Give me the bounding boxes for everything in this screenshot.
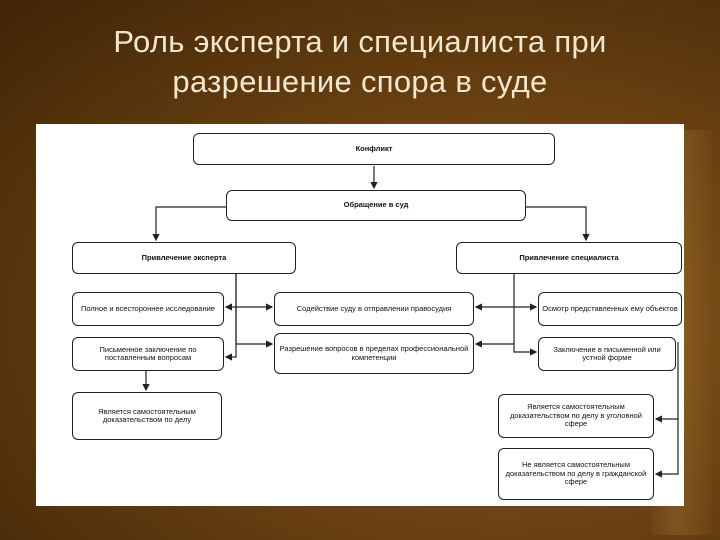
diagram-connectors — [142, 166, 679, 478]
criminal-evidence-box: Является самостоятельным доказательством… — [498, 394, 654, 438]
slide-title: Роль эксперта и специалиста при разрешен… — [0, 22, 720, 102]
civil-not-evidence-box: Не является самостоятельным доказательст… — [498, 448, 654, 500]
slide-title-line-2: разрешение спора в суде — [172, 64, 548, 99]
specialist-conclusion-box: Заключение в письменной или устной форме — [538, 337, 676, 371]
resolve-questions-box: Разрешение вопросов в пределах профессио… — [274, 333, 474, 374]
conflict-box: Конфликт — [193, 133, 555, 165]
expert-box: Привлечение эксперта — [72, 242, 296, 274]
court-appeal-box: Обращение в суд — [226, 190, 526, 221]
expert-written-conclusion-box: Письменное заключение по поставленным во… — [72, 337, 224, 371]
expert-research-box: Полное и всестороннее исследование — [72, 292, 224, 326]
slide-title-line-1: Роль эксперта и специалиста при — [113, 24, 607, 59]
expert-evidence-box: Является самостоятельным доказательством… — [72, 392, 222, 440]
court-assistance-box: Содействие суду в отправлении правосудия — [274, 292, 474, 326]
diagram-panel: Конфликт Обращение в суд Привлечение экс… — [36, 124, 684, 506]
inspection-box: Осмотр представленных ему объектов — [538, 292, 682, 326]
specialist-box: Привлечение специалиста — [456, 242, 682, 274]
